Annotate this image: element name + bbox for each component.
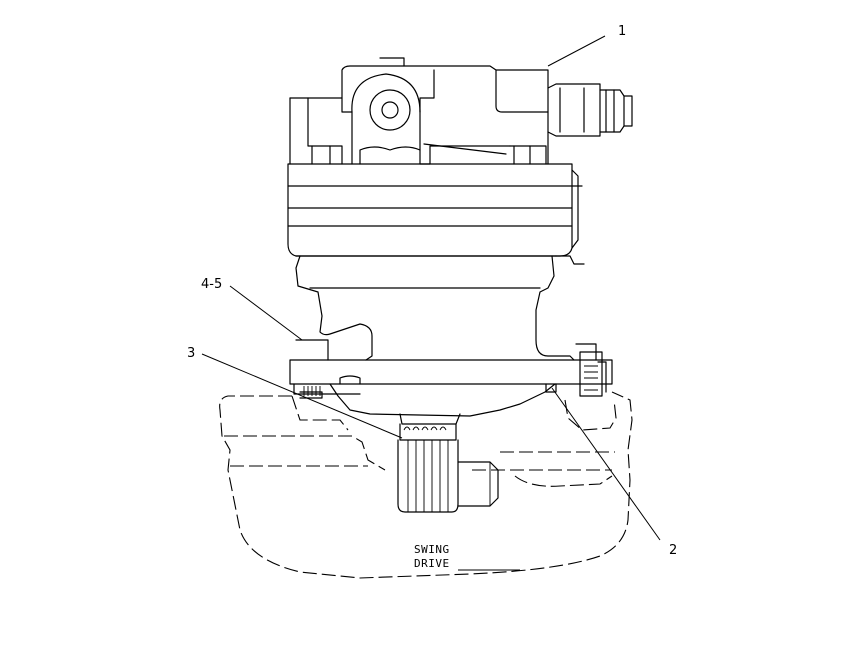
leader-lines — [201, 35, 661, 571]
callout-3: 3 — [187, 346, 195, 361]
mounting-bolt — [575, 343, 607, 397]
motor-rings — [287, 163, 583, 257]
motor-body — [295, 255, 585, 361]
side-fitting — [547, 83, 633, 137]
motor-head — [289, 57, 549, 165]
swing-drive-housing — [219, 391, 633, 579]
callout-4-5: 4-5 — [201, 277, 222, 292]
pinion-gear — [397, 423, 499, 513]
callout-2: 2 — [669, 543, 677, 558]
callout-1: 1 — [618, 24, 626, 39]
drive-label: DRIVE — [414, 557, 450, 570]
mounting-flange — [289, 359, 613, 425]
swing-label: SWING — [414, 543, 450, 556]
